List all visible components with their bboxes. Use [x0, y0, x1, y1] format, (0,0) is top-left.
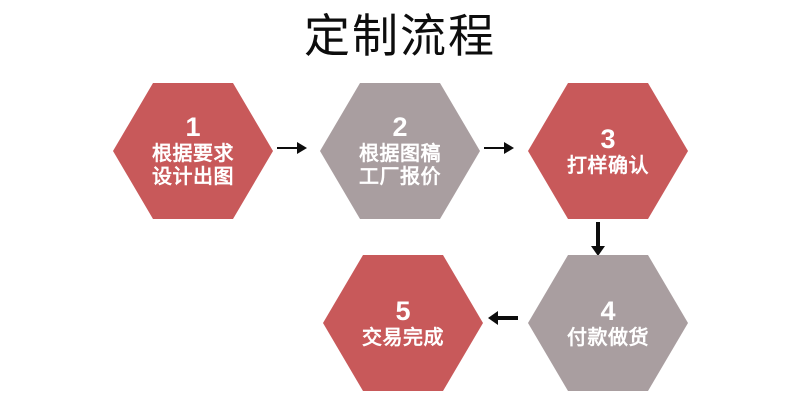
flow-step-1-label-line1: 根据要求: [152, 143, 234, 165]
page-title: 定制流程: [304, 10, 496, 62]
arrow-down-icon-step3-step4: [587, 222, 609, 256]
flow-step-2-number: 2: [392, 112, 408, 142]
flow-step-2-label-line2: 工厂报价: [359, 166, 441, 188]
arrow-left-icon-step4-step5: [484, 307, 518, 329]
flow-step-3-label-line1: 打样确认: [567, 154, 649, 177]
arrow-right-icon-step2-step3: [484, 137, 514, 159]
arrow-right-icon-step1-step2: [277, 137, 307, 159]
flow-step-1-label-line2: 设计出图: [152, 166, 234, 188]
flow-step-4-number: 4: [600, 295, 616, 326]
flow-step-2[interactable]: 2 根据图稿 工厂报价: [320, 83, 480, 219]
flow-step-1[interactable]: 1 根据要求 设计出图: [113, 83, 273, 219]
flow-step-3[interactable]: 3 打样确认: [528, 83, 688, 219]
flow-step-3-number: 3: [600, 123, 616, 154]
flow-step-5[interactable]: 5 交易完成: [323, 255, 483, 391]
flow-step-4[interactable]: 4 付款做货: [528, 255, 688, 391]
flow-step-4-label-line1: 付款做货: [567, 326, 649, 349]
flow-step-5-number: 5: [395, 295, 411, 326]
flow-step-5-label-line1: 交易完成: [362, 326, 444, 349]
flow-step-2-label-line1: 根据图稿: [359, 143, 441, 165]
flow-step-1-number: 1: [185, 112, 201, 142]
